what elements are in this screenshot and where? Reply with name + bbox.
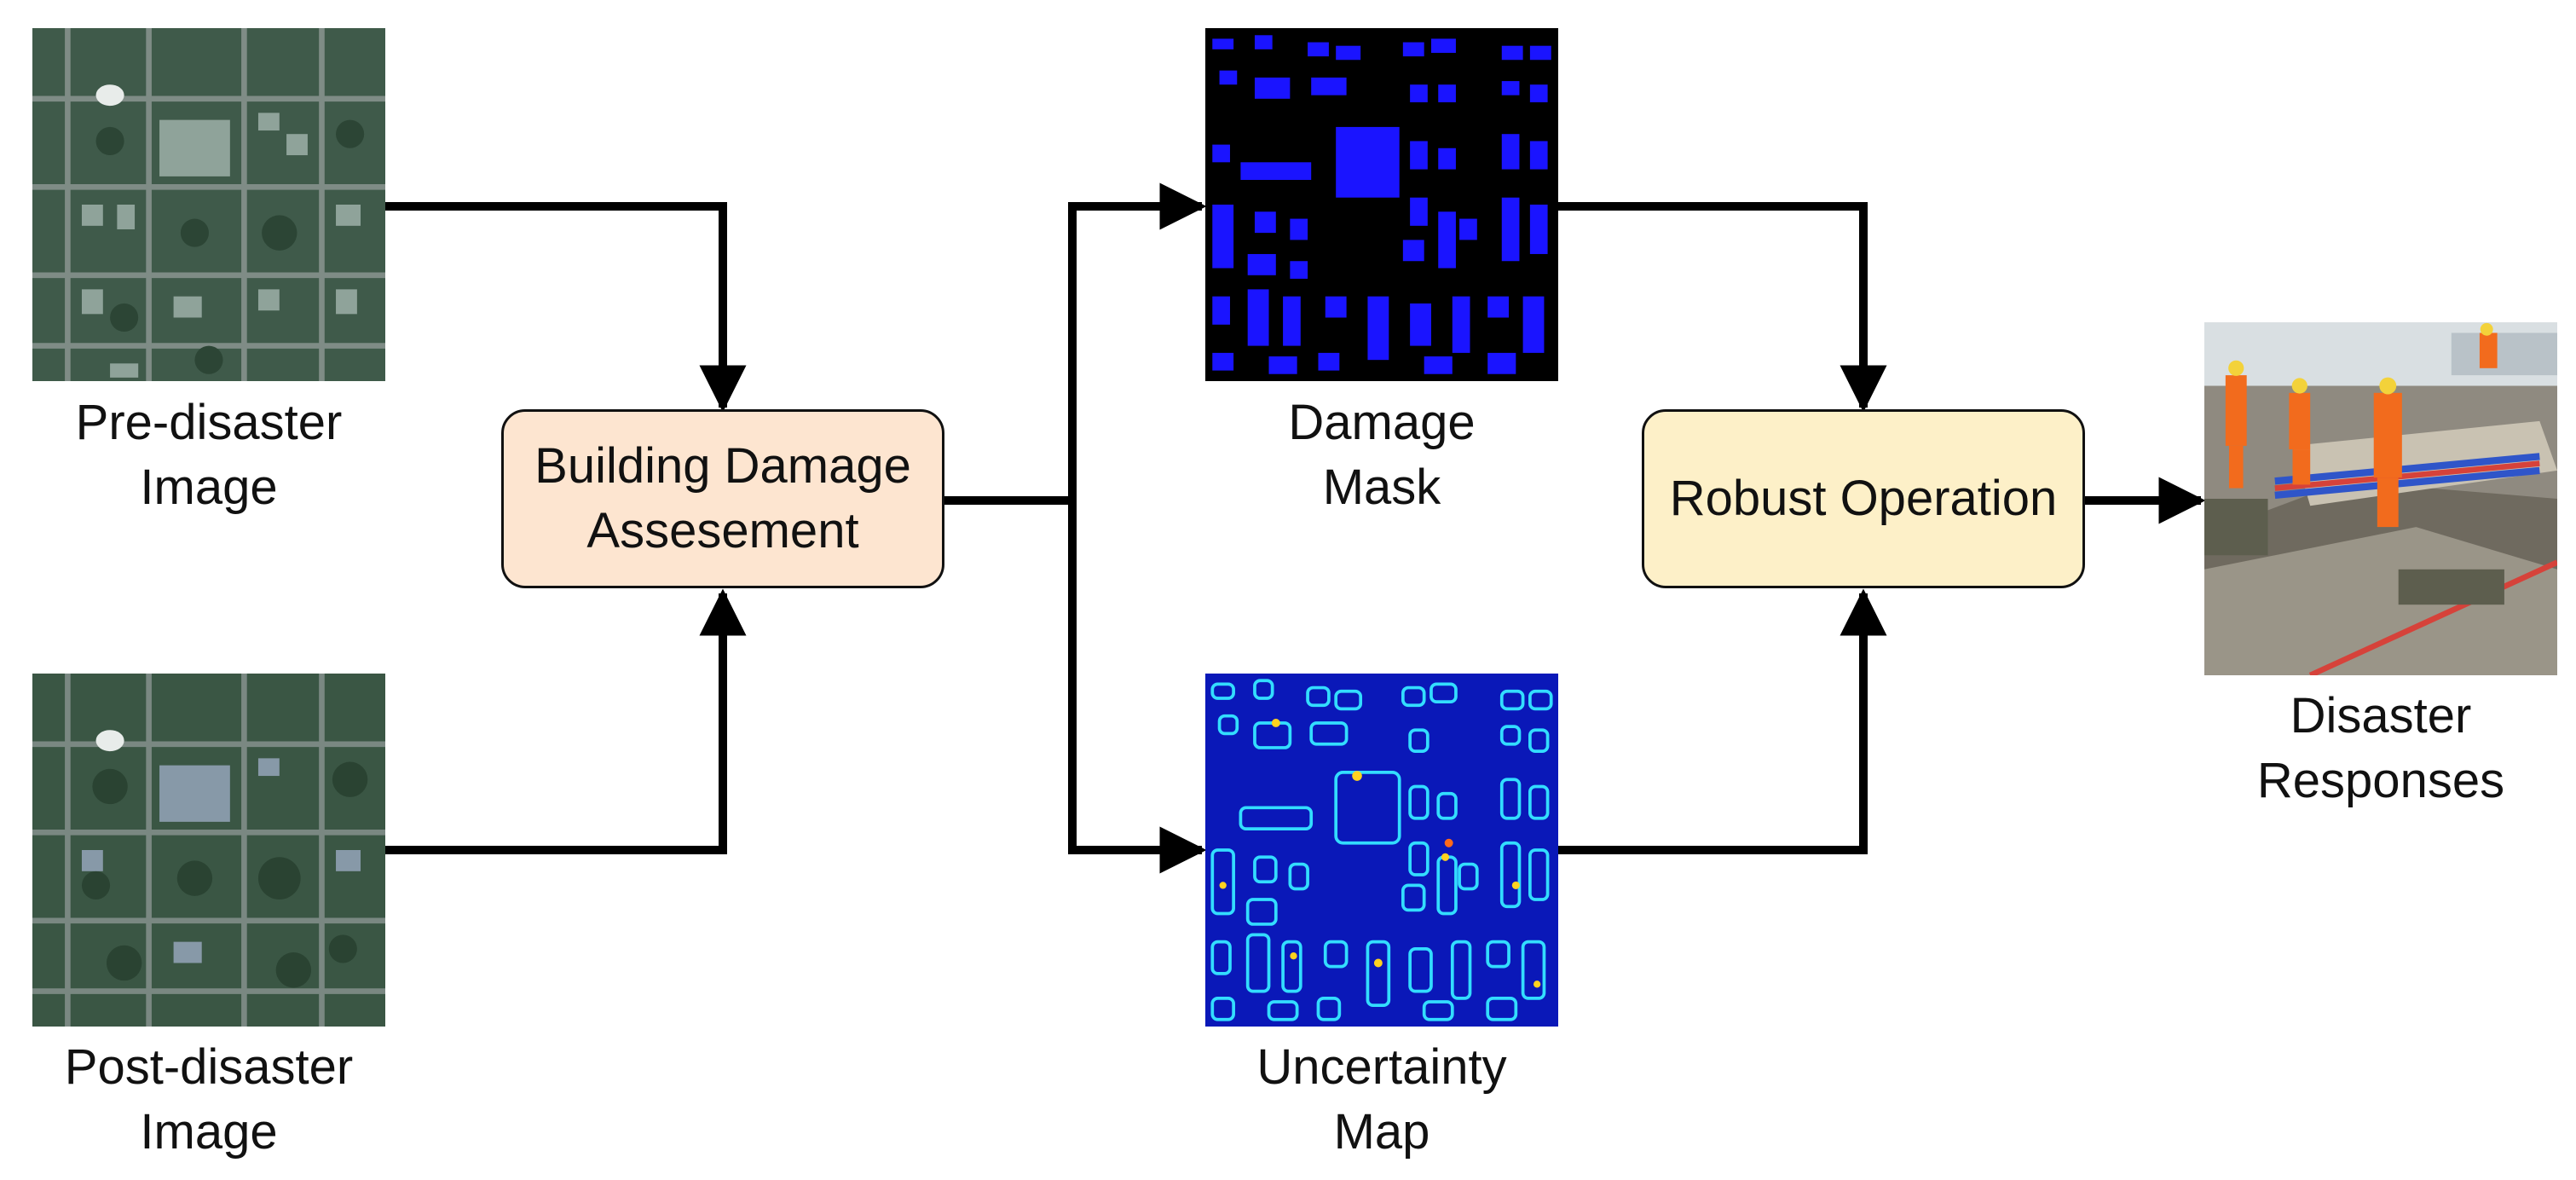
- pre-disaster-label: Pre-disaster Image: [17, 390, 401, 520]
- uncertainty-map-image: [1205, 674, 1558, 1027]
- arrow-to-damage-mask: [1068, 182, 1207, 500]
- arrow-uncertainty-to-robust: [1558, 588, 1887, 854]
- assessment-label-line1: Building Damage: [534, 438, 911, 494]
- pre-disaster-label-line2: Image: [140, 460, 278, 515]
- arrow-to-uncertainty-map: [1068, 500, 1207, 874]
- building-damage-assessment-box: Building Damage Assesement: [501, 409, 944, 588]
- uncertainty-map-label-line1: Uncertainty: [1256, 1039, 1507, 1095]
- disaster-responses-photo: [2204, 322, 2557, 675]
- uncertainty-map-label: Uncertainty Map: [1190, 1035, 1574, 1165]
- uncertainty-map-label-line2: Map: [1333, 1104, 1430, 1160]
- disaster-responses-label-line1: Disaster: [2290, 688, 2472, 743]
- pre-disaster-label-line1: Pre-disaster: [75, 395, 343, 450]
- arrow-mask-to-robust: [1558, 202, 1887, 413]
- arrow-post-to-assessment: [385, 588, 747, 854]
- damage-mask-label-line1: Damage: [1288, 395, 1476, 450]
- damage-mask-label-line2: Mask: [1322, 460, 1441, 515]
- damage-mask-image: [1205, 28, 1558, 381]
- post-disaster-image: [32, 674, 385, 1027]
- assessment-label-line2: Assesement: [586, 503, 859, 558]
- disaster-responses-label: Disaster Responses: [2180, 684, 2576, 813]
- robust-operation-box: Robust Operation: [1642, 409, 2085, 588]
- post-disaster-label-line2: Image: [140, 1104, 278, 1160]
- post-disaster-label-line1: Post-disaster: [64, 1039, 354, 1095]
- post-disaster-label: Post-disaster Image: [17, 1035, 401, 1165]
- damage-mask-label: Damage Mask: [1190, 390, 1574, 520]
- robust-operation-label: Robust Operation: [1669, 471, 2058, 526]
- disaster-responses-label-line2: Responses: [2256, 753, 2505, 808]
- arrow-pre-to-assessment: [385, 202, 747, 413]
- pre-disaster-image: [32, 28, 385, 381]
